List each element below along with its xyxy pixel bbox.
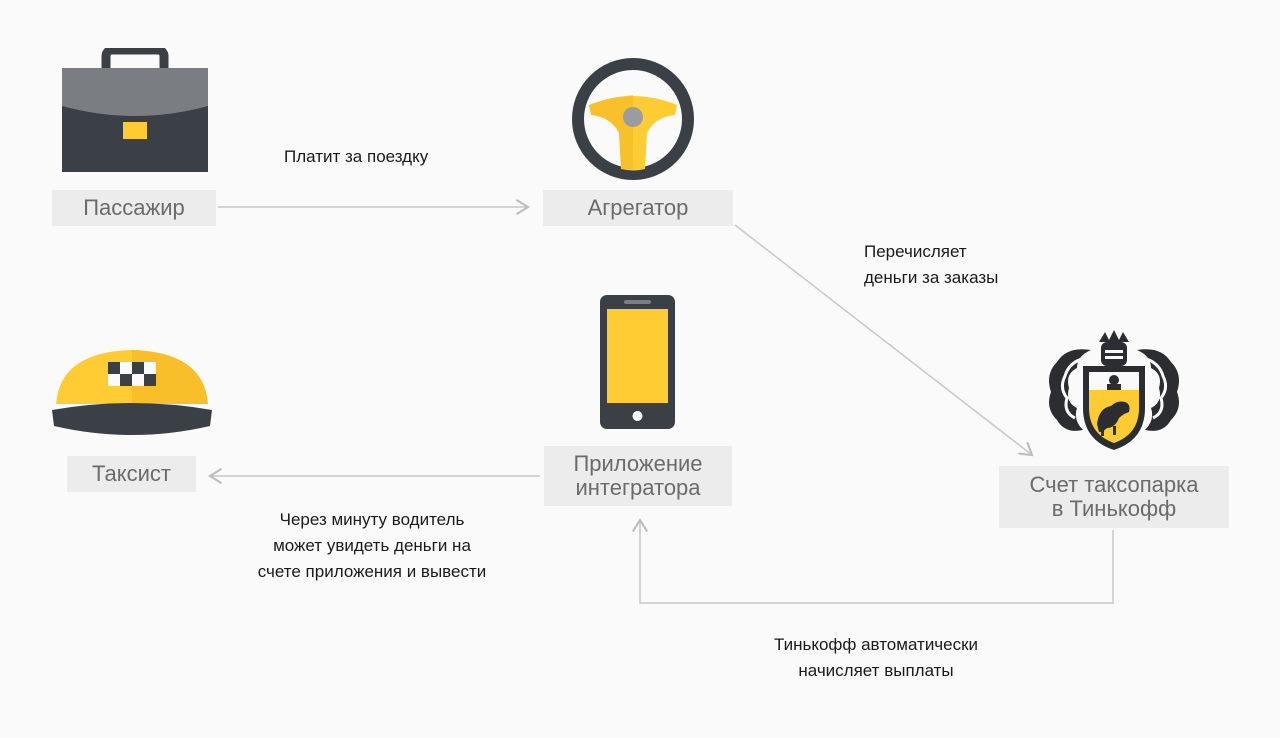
edge-label-withdraw-line-1: Через минуту водитель <box>279 510 465 529</box>
node-integrator-app-line-2: интегратора <box>575 475 701 500</box>
node-taxi-driver: Таксист <box>67 456 196 492</box>
edge-label-pays: Платит за поездку <box>284 144 428 170</box>
edge-label-transfers-line-2: деньги за заказы <box>864 268 999 287</box>
node-taxi-driver-label: Таксист <box>92 461 171 486</box>
tinkoff-logo-icon <box>1049 330 1179 450</box>
arrow-fleet-account-to-app <box>640 520 1114 604</box>
node-fleet-account: Счет таксопарка в Тинькофф <box>999 466 1229 528</box>
edge-label-withdraw-line-2: может увидеть деньги на <box>273 536 471 555</box>
edge-label-payouts-line-1: Тинькофф автоматически <box>773 635 979 654</box>
edge-label-transfers-line-1: Перечисляет <box>864 242 967 261</box>
node-aggregator: Агрегатор <box>543 190 733 226</box>
node-fleet-account-line-2: в Тинькофф <box>1051 496 1177 521</box>
node-integrator-app: Приложение интегратора <box>544 446 732 506</box>
edge-label-withdraw-line-3: счете приложения и вывести <box>257 562 487 581</box>
arrow-aggregator-to-fleet-account <box>734 224 1032 455</box>
steering-wheel-icon <box>572 58 694 180</box>
node-passenger-label: Пассажир <box>83 195 185 220</box>
node-aggregator-label: Агрегатор <box>587 195 689 220</box>
edge-label-payouts: Тинькофф автоматически начисляет выплаты <box>726 632 1026 684</box>
taxi-cap-icon <box>52 350 212 435</box>
node-passenger: Пассажир <box>52 190 216 226</box>
node-integrator-app-line-1: Приложение <box>573 451 703 476</box>
edge-label-payouts-line-2: начисляет выплаты <box>798 661 954 680</box>
edge-label-pays-text: Платит за поездку <box>284 147 429 166</box>
briefcase-icon <box>62 48 208 172</box>
edge-label-withdraw: Через минуту водитель может увидеть день… <box>222 507 522 585</box>
smartphone-icon <box>600 295 675 429</box>
node-fleet-account-line-1: Счет таксопарка <box>1029 472 1199 497</box>
edge-label-transfers: Перечисляет деньги за заказы <box>864 239 998 291</box>
